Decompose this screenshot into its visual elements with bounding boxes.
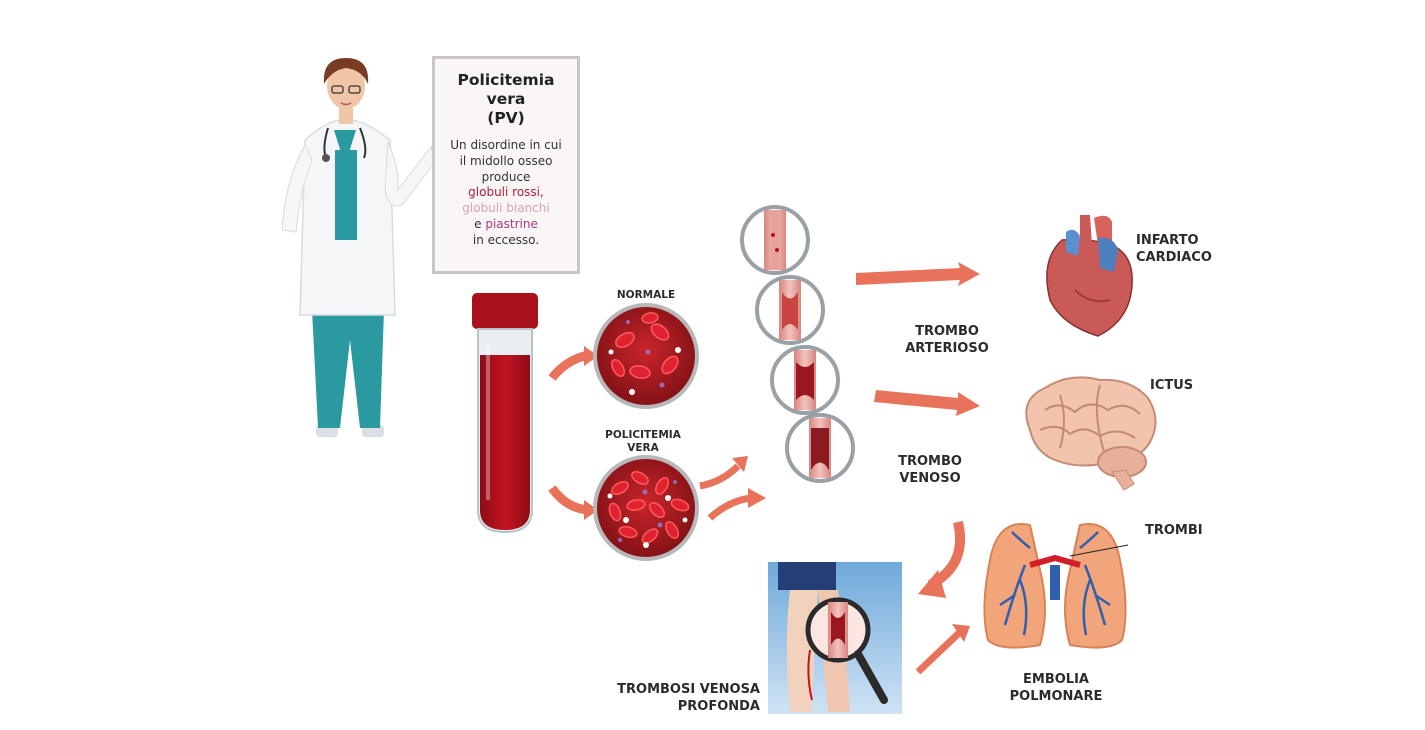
platelets-text: piastrine [485, 216, 538, 231]
label-dvt: TROMBOSI VENOSA PROFONDA [617, 682, 760, 714]
organ-arrows [856, 262, 980, 416]
label-pulmonary-embolism: EMBOLIA POLMONARE [1009, 672, 1103, 704]
brain-illustration [1025, 376, 1157, 491]
pv-blood-circle [593, 455, 699, 561]
red-cells-text: globuli rossi, [468, 185, 544, 200]
tube-arrows [548, 350, 590, 515]
lungs-illustration [983, 523, 1129, 649]
vessel-circles [740, 205, 855, 483]
doctor-illustration [281, 58, 480, 437]
dvt-to-lungs-arrow [915, 629, 963, 675]
normal-blood-circle [593, 303, 699, 409]
board-title: Policitemia vera (PV) [457, 71, 555, 127]
label-arterial-thrombus: TROMBO ARTERIOSO [905, 324, 989, 356]
blood-tube [472, 293, 538, 534]
label-thrombi: TROMBI [1145, 523, 1203, 538]
heart-illustration [1046, 215, 1133, 337]
label-normal: NORMALE [616, 289, 676, 301]
board-description: Un disordine in cui il midollo osseo pro… [435, 138, 577, 249]
dvt-leg-panel [768, 562, 902, 714]
white-cells-text: globuli bianchi [462, 201, 550, 216]
label-heart-attack: INFARTO CARDIACO [1136, 233, 1212, 265]
pv-to-vessel-arrows [699, 463, 753, 521]
definition-board: Policitemia vera (PV) Un disordine in cu… [432, 56, 580, 274]
label-stroke: ICTUS [1150, 378, 1194, 393]
label-venous-thrombus: TROMBO VENOSO [898, 454, 962, 486]
label-pv: POLICITEMIA VERA [605, 429, 681, 454]
